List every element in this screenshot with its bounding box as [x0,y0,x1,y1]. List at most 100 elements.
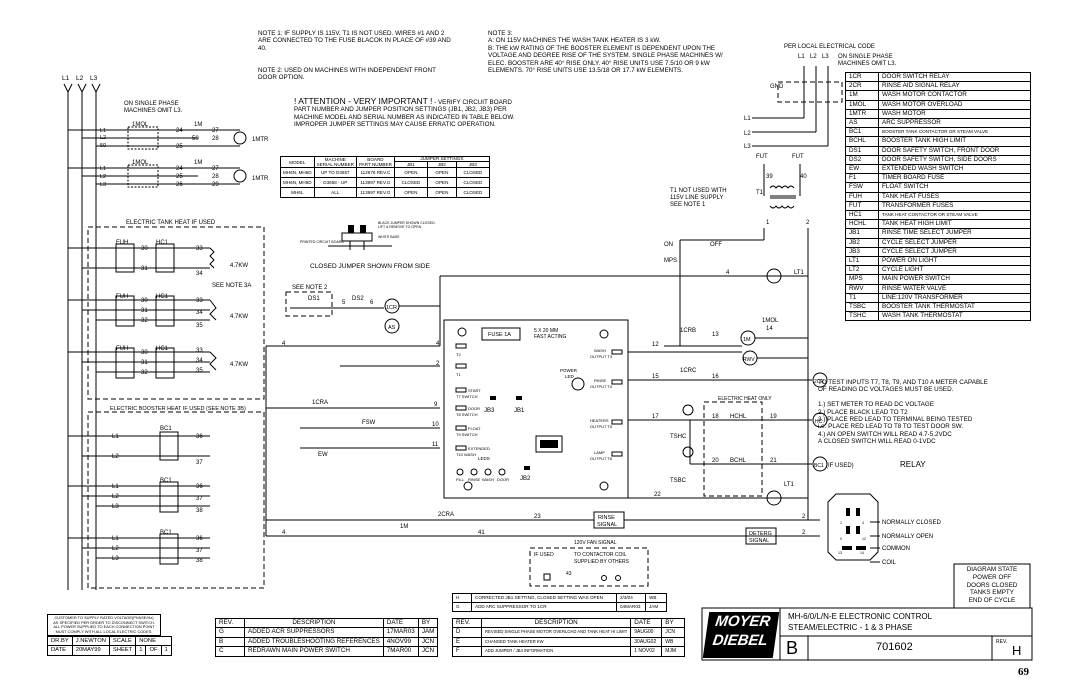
svg-text:4.7KW: 4.7KW [230,314,248,320]
svg-text:1CRC: 1CRC [680,368,697,374]
svg-text:L1: L1 [112,434,119,440]
svg-text:40: 40 [800,174,807,180]
title-line-1: MH-6/0/L/N-E ELECTRONIC CONTROL [788,612,933,621]
closed-jumper-caption: CLOSED JUMPER SHOWN FROM SIDE [310,263,431,270]
legend-description: POWER ON LIGHT [878,256,1031,267]
legend-description: WASH MOTOR [878,108,1031,120]
diagram-state-title: DIAGRAM STATE [966,566,1018,573]
title-block-frame [701,607,1033,661]
diagram-state-line: DOORS CLOSED [966,581,1018,589]
svg-text:4: 4 [862,521,864,525]
ds2-label: DS2 [352,296,364,302]
legend-description: TIMER BOARD FUSE [878,173,1031,184]
note-2: NOTE 2: USED ON MACHINES WITH INDEPENDEN… [258,67,436,82]
svg-text:HC1: HC1 [156,294,169,300]
svg-text:18: 18 [712,414,719,420]
svg-text:32: 32 [141,370,148,376]
svg-text:17: 17 [652,414,659,420]
svg-text:35: 35 [196,368,203,374]
svg-text:11: 11 [432,442,439,448]
svg-text:38: 38 [196,558,203,564]
lt1-label: LT1 [794,270,805,276]
note-1: NOTE 1: IF SUPPLY IS 115V, T1 IS NOT USE… [258,30,451,52]
svg-text:TSBC: TSBC [670,478,687,484]
svg-text:14: 14 [860,551,864,555]
svg-text:29: 29 [212,182,219,188]
legend-code: DS1 [845,145,879,156]
svg-text:BC1: BC1 [814,463,824,469]
legend-description: WASH MOTOR CONTACTOR [878,90,1031,101]
legend-description: DOOR SAFETY SWITCH, SIDE DOORS [878,154,1031,166]
legend-code: 1CR [845,71,879,83]
svg-text:RINSE: RINSE [594,378,607,383]
svg-text:FUH: FUH [116,240,128,246]
svg-text:33: 33 [196,246,203,252]
svg-text:38: 38 [196,508,203,514]
see-note-3a: SEE NOTE 3A [212,283,251,289]
svg-text:L1: L1 [798,54,805,60]
legend-description: BOOSTER TANK CONTACTOR OR STEAM VALVE [878,127,1031,138]
svg-text:2: 2 [802,514,806,520]
svg-text:36: 36 [196,484,203,490]
legend-code: AS [845,118,879,129]
legend-description: CYCLE LIGHT [878,265,1031,276]
mps-label: MPS [664,258,677,264]
legend-code: JB3 [845,246,879,258]
svg-text:30: 30 [141,298,148,304]
right-ladder: L1 L2 L3 L1 L2 L3 PER LOCAL ELECTRICAL C… [439,44,897,520]
legend-code: F1 [845,173,879,184]
legend-code: 2CR [845,81,879,92]
svg-text:FUH: FUH [116,294,128,300]
svg-text:1CRA: 1CRA [312,400,328,406]
legend-code: BC1 [845,127,879,138]
svg-text:T2: T2 [456,352,461,357]
motor-circuit-2: L1 L2 L3 1MOL 24 25 26 1M 27 28 29 1MTR [68,160,269,188]
svg-text:25: 25 [176,144,183,150]
off-label: OFF [710,242,722,248]
svg-text:2: 2 [436,361,440,367]
svg-text:36: 36 [196,536,203,542]
svg-text:4: 4 [282,530,286,536]
svg-text:23: 23 [534,514,541,520]
svg-text:L3: L3 [822,54,829,60]
svg-text:24: 24 [176,128,183,134]
svg-text:WASH: WASH [482,477,494,482]
svg-text:L2: L2 [112,454,119,460]
svg-text:1M: 1M [194,160,202,166]
svg-text:PRINTED CIRCUIT BOARD: PRINTED CIRCUIT BOARD [300,240,344,244]
svg-text:AS: AS [388,325,396,331]
legend-code: 1M [845,90,879,101]
svg-text:OUTPUT T3: OUTPUT T3 [590,354,613,359]
svg-text:BC1: BC1 [160,530,172,536]
legend-description: RINSE TIME SELECT JUMPER [878,228,1031,239]
svg-text:L3: L3 [112,556,119,562]
svg-text:34: 34 [196,358,203,364]
legend-description: TRANSFORMER FUSES [878,200,1031,212]
svg-text:39: 39 [766,174,773,180]
svg-text:L1: L1 [112,536,119,542]
1mol-label-1: 1MOL [132,122,149,128]
relay-coil: COIL [882,560,897,566]
label-l3: L3 [90,75,98,82]
svg-text:LEDS: LEDS [478,456,490,461]
svg-text:16: 16 [712,374,719,380]
svg-text:21: 21 [770,458,777,464]
